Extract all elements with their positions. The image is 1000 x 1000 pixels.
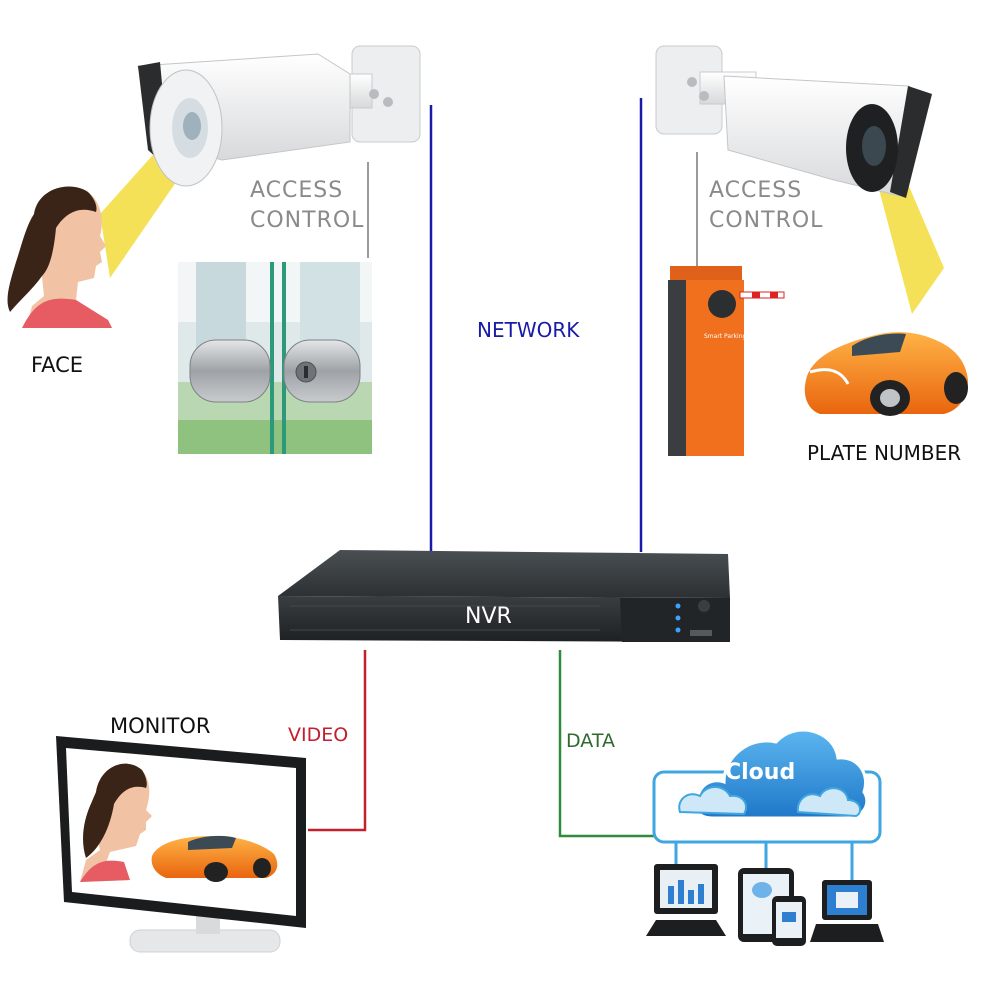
cloud-icon: [678, 728, 869, 820]
nvr-label: NVR: [465, 604, 512, 629]
video-label: VIDEO: [288, 724, 349, 746]
glass-door-lock-icon: [178, 262, 372, 454]
access-control-left-label-2: CONTROL: [250, 208, 365, 233]
nvr-recorder-icon: [278, 550, 730, 642]
video-line: [308, 650, 367, 832]
access-control-right-label-1: ACCESS: [709, 178, 803, 203]
face-profile-icon: [7, 186, 112, 328]
parking-barrier-icon: Smart Parking: [668, 266, 785, 456]
network-label: NETWORK: [477, 318, 580, 342]
phone-icon: [772, 896, 806, 946]
data-label: DATA: [566, 730, 615, 752]
bullet-camera-icon: [655, 45, 932, 198]
data-line: [558, 650, 654, 838]
plate-number-label: PLATE NUMBER: [807, 441, 962, 465]
monitor-icon: [56, 736, 306, 953]
monitor-label: MONITOR: [110, 714, 211, 738]
bullet-camera-icon: [137, 45, 421, 187]
access-control-left-label-1: ACCESS: [250, 178, 344, 203]
desktop-icon: [646, 864, 726, 936]
svg-text:Smart Parking: Smart Parking: [704, 333, 746, 340]
right-camera-beam: [876, 170, 944, 314]
cloud-label: Cloud: [725, 760, 796, 785]
sports-car-icon: [804, 332, 968, 416]
access-control-right-label-2: CONTROL: [709, 208, 824, 233]
face-label: FACE: [31, 353, 84, 377]
laptop-icon: [810, 880, 884, 942]
